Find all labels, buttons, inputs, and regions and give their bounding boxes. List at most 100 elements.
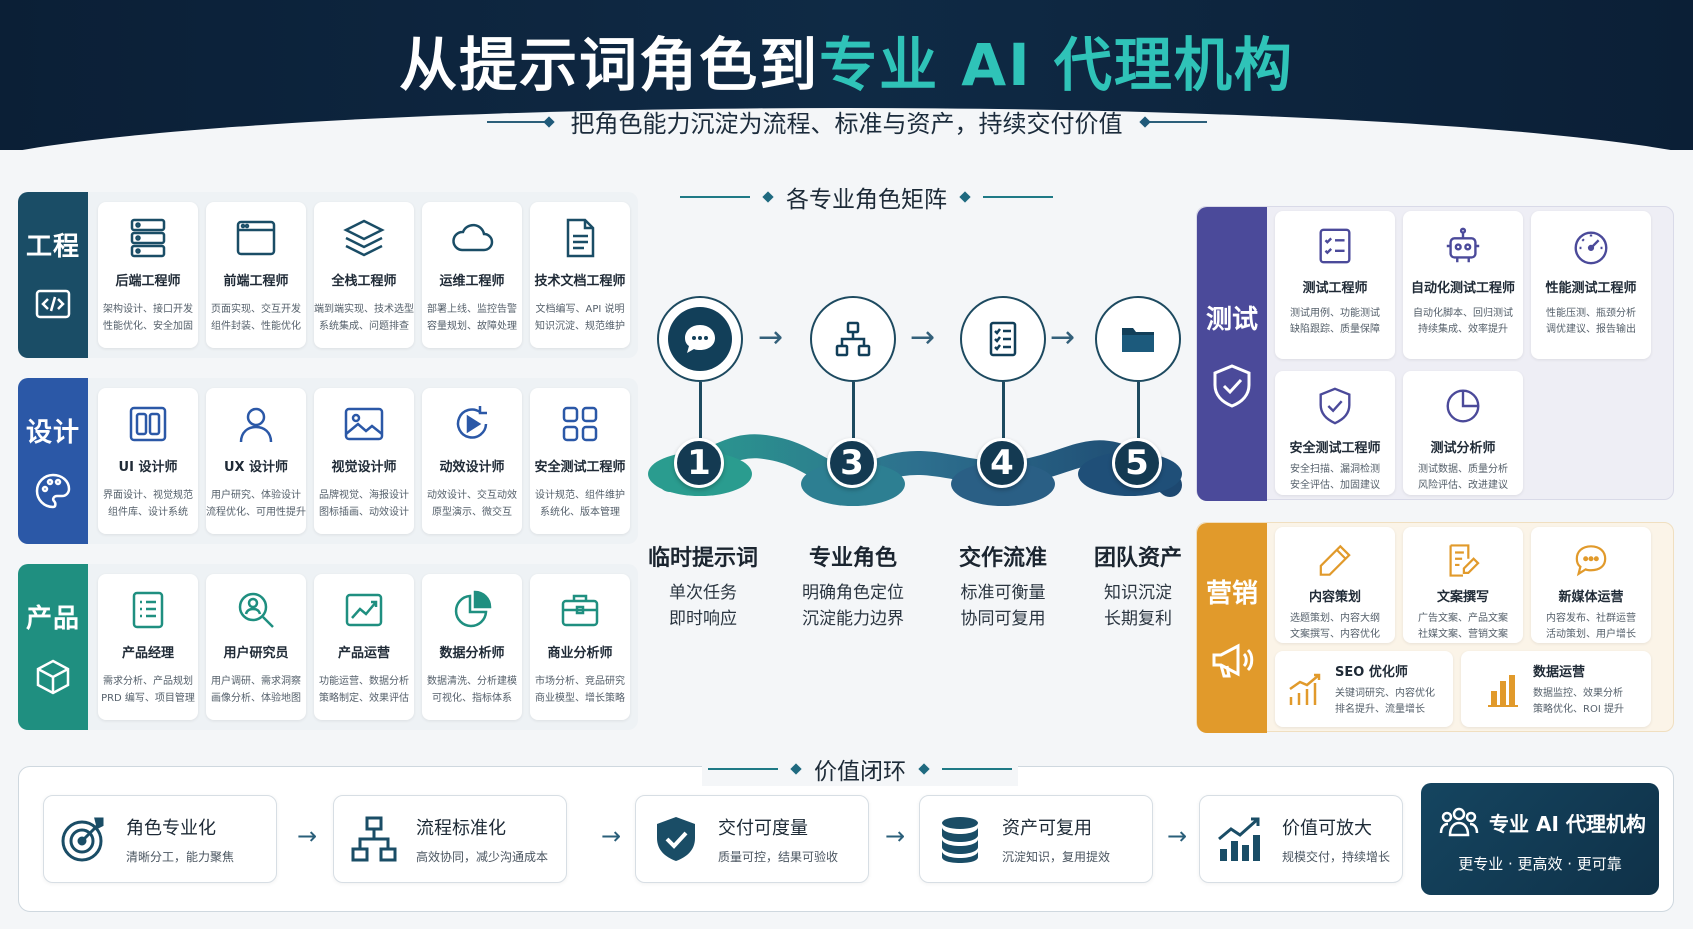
flow-step-2-name: 专业角色 xyxy=(808,546,897,571)
role-card-data-ops[interactable]: 数据运营 数据监控、效果分析策略优化、ROI 提升 xyxy=(1461,651,1651,727)
role-card-business-analyst[interactable]: 商业分析师 市场分析、竞品研究商业模型、增长策略 xyxy=(530,574,630,720)
title-part-2: 专业 AI 代理机构 xyxy=(819,31,1294,99)
flow-step-3-stem xyxy=(1002,382,1005,438)
role-card-ui[interactable]: UI 设计师 界面设计、视觉规范组件库、设计系统 xyxy=(98,388,198,534)
role-name: 技术文档工程师 xyxy=(534,274,626,289)
role-desc: 页面实现、交互开发组件封装、性能优化 xyxy=(211,304,301,332)
role-desc: 关键词研究、内容优化排名提升、流量增长 xyxy=(1335,687,1435,715)
value-card-measurable[interactable]: 交付可度量质量可控，结果可验收 xyxy=(635,795,869,883)
value-card-amplify[interactable]: 价值可放大规模交付，持续增长 xyxy=(1199,795,1403,883)
flow-step-4-desc: 知识沉淀长期复利 xyxy=(1104,583,1172,629)
browser-window-icon xyxy=(236,220,276,256)
checklist-icon xyxy=(989,321,1017,357)
engineering-category: 工程 xyxy=(18,192,88,358)
role-card-motion[interactable]: 动效设计师 动效设计、交互动效原型演示、微交互 xyxy=(422,388,522,534)
chat-bubble-icon xyxy=(685,325,715,353)
ui-layout-icon xyxy=(129,406,167,442)
role-name: 运维工程师 xyxy=(439,274,505,289)
value-card-reusable[interactable]: 资产可复用沉淀知识，复用提效 xyxy=(919,795,1153,883)
final-agency-desc: 更专业 · 更高效 · 更可靠 xyxy=(1458,855,1622,873)
flow-step-4-badge: 5 xyxy=(1112,438,1162,488)
value-card-title: 流程标准化 xyxy=(416,817,506,839)
role-card-ux[interactable]: UX 设计师 用户研究、体验设计流程优化、可用性提升 xyxy=(206,388,306,534)
header-banner: 从提示词角色到专业 AI 代理机构 xyxy=(0,0,1693,150)
role-card-user-researcher[interactable]: 用户研究员 用户调研、需求洞察画像分析、体验地图 xyxy=(206,574,306,720)
role-card-frontend[interactable]: 前端工程师 页面实现、交互开发组件封装、性能优化 xyxy=(206,202,306,348)
flow-step-4-stem xyxy=(1137,382,1140,438)
role-card-tester[interactable]: 测试工程师 测试用例、功能测试缺陷跟踪、质量保障 xyxy=(1275,211,1395,359)
final-agency-card[interactable]: 专业 AI 代理机构 更专业 · 更高效 · 更可靠 xyxy=(1421,783,1659,895)
matrix-title: 各专业角色矩阵 xyxy=(680,180,1053,214)
role-desc: 广告文案、产品文案社媒文案、营销文案 xyxy=(1418,613,1508,640)
role-card-new-media[interactable]: 新媒体运营 内容发布、社群运营活动策划、用户增长 xyxy=(1531,527,1651,643)
role-card-ops[interactable]: 运维工程师 部署上线、监控告警容量规划、故障处理 xyxy=(422,202,522,348)
value-card-desc: 高效协同，减少沟通成本 xyxy=(416,849,549,864)
flow-step-2-circle xyxy=(810,296,896,382)
role-name: 产品经理 xyxy=(121,646,174,661)
role-card-backend[interactable]: 后端工程师 架构设计、接口开发性能优化、安全加固 xyxy=(98,202,198,348)
role-card-fullstack[interactable]: 全栈工程师 端到端实现、技术选型系统集成、问题排查 xyxy=(314,202,414,348)
flow-step-1-circle xyxy=(657,296,743,382)
robot-icon xyxy=(1446,227,1480,263)
role-name: 后端工程师 xyxy=(115,274,181,289)
role-card-security-tester[interactable]: 安全测试工程师 安全扫描、漏洞检测安全评估、加固建议 xyxy=(1275,371,1395,495)
flow-step-4-name: 团队资产 xyxy=(1093,546,1182,571)
role-card-automation-tester[interactable]: 自动化测试工程师 自动化脚本、回归测试持续集成、效率提升 xyxy=(1403,211,1523,359)
role-card-design-security[interactable]: 安全测试工程师 设计规范、组件维护系统化、版本管理 xyxy=(530,388,630,534)
flow-step-3-circle xyxy=(960,296,1046,382)
flow-step-3-desc: 标准可衡量协同可复用 xyxy=(960,583,1046,629)
role-name: 全栈工程师 xyxy=(331,274,397,289)
box-icon xyxy=(36,659,70,694)
role-name: 新媒体运营 xyxy=(1558,590,1624,605)
engineering-panel: 工程 后端工程师 架构设计、接口开发性能优化、安全加固 前端工程师 页面实现、交… xyxy=(18,192,638,358)
value-card-desc: 沉淀知识，复用提效 xyxy=(1002,849,1111,864)
cloud-icon xyxy=(452,223,494,252)
role-card-seo[interactable]: SEO 优化师 关键词研究、内容优化排名提升、流量增长 xyxy=(1275,651,1453,727)
role-desc: 界面设计、视觉规范组件库、设计系统 xyxy=(103,490,193,518)
growth-chart-icon xyxy=(1218,817,1260,861)
value-card-title: 价值可放大 xyxy=(1282,817,1372,839)
folder-icon xyxy=(1122,328,1154,352)
role-card-content-planner[interactable]: 内容策划 选题策划、内容大纲文案撰写、内容优化 xyxy=(1275,527,1395,643)
title-part-1: 从提示词角色到 xyxy=(399,31,820,99)
flow-step-3-badge: 4 xyxy=(977,438,1027,488)
role-name: UX 设计师 xyxy=(223,460,289,475)
marketing-panel: 营销 内容策划 选题策划、内容大纲文案撰写、内容优化 文案撰写 广告文案、产品文… xyxy=(1196,522,1674,733)
role-desc: 文档编写、API 说明知识沉淀、规范维护 xyxy=(535,304,625,332)
role-desc: 用户研究、体验设计流程优化、可用性提升 xyxy=(206,490,306,518)
role-card-data-analyst[interactable]: 数据分析师 数据清洗、分析建模可视化、指标体系 xyxy=(422,574,522,720)
value-loop-title-text: 价值闭环 xyxy=(814,759,906,785)
shield-check-icon xyxy=(1213,363,1251,408)
role-name: 视觉设计师 xyxy=(331,460,397,475)
role-name: UI 设计师 xyxy=(118,460,178,475)
image-icon xyxy=(344,407,384,441)
role-card-performance-tester[interactable]: 性能测试工程师 性能压测、瓶颈分析调优建议、报告输出 xyxy=(1531,211,1651,359)
pie-chart-icon xyxy=(454,590,492,628)
role-name: 数据运营 xyxy=(1533,664,1586,680)
role-name: 安全测试工程师 xyxy=(534,460,626,475)
role-card-test-analyst[interactable]: 测试分析师 测试数据、质量分析风险评估、改进建议 xyxy=(1403,371,1523,495)
design-roles: UI 设计师 界面设计、视觉规范组件库、设计系统 UX 设计师 用户研究、体验设… xyxy=(98,388,630,534)
role-name: 用户研究员 xyxy=(223,646,289,661)
design-category: 设计 xyxy=(18,378,88,544)
server-icon xyxy=(130,218,166,258)
value-card-standardization[interactable]: 流程标准化高效协同，减少沟通成本 xyxy=(333,795,567,883)
edit-doc-icon xyxy=(1449,544,1480,577)
value-card-title: 角色专业化 xyxy=(126,817,216,839)
layers-icon xyxy=(343,219,385,257)
role-card-visual[interactable]: 视觉设计师 品牌视觉、海报设计图标插画、动效设计 xyxy=(314,388,414,534)
palette-icon xyxy=(35,473,71,508)
role-card-copywriter[interactable]: 文案撰写 广告文案、产品文案社媒文案、营销文案 xyxy=(1403,527,1523,643)
value-card-specialization[interactable]: 角色专业化清晰分工，能力聚焦 xyxy=(43,795,277,883)
role-name: 文案撰写 xyxy=(1436,590,1489,605)
role-card-tech-writer[interactable]: 技术文档工程师 文档编写、API 说明知识沉淀、规范维护 xyxy=(530,202,630,348)
trend-chart-icon xyxy=(345,593,383,627)
flow-arrow-1: → xyxy=(758,320,784,355)
value-card-desc: 质量可控，结果可验收 xyxy=(718,849,839,864)
user-icon xyxy=(239,407,273,443)
role-card-product-ops[interactable]: 产品运营 功能运营、数据分析策略制定、效果评估 xyxy=(314,574,414,720)
